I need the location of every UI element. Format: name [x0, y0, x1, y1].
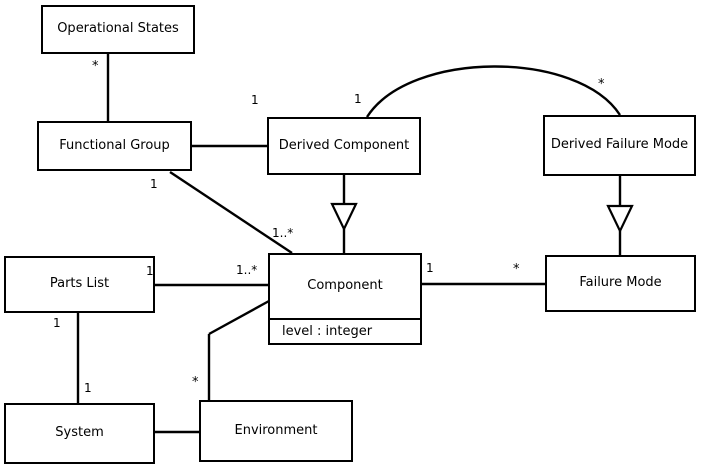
class-name-failure-mode: Failure Mode — [579, 275, 662, 291]
class-name-component: Component — [307, 278, 383, 294]
multiplicity-opstates-functionalgroup: * — [92, 59, 99, 74]
class-attribute-component-level: level : integer — [270, 318, 420, 343]
class-name-environment: Environment — [234, 422, 318, 438]
uml-class-environment[interactable]: Environment — [199, 400, 353, 462]
multiplicity-component-failuremode-start: 1 — [426, 261, 434, 275]
uml-class-derived-component[interactable]: Derived Component — [267, 117, 421, 175]
class-name-derived-failure-mode: Derived Failure Mode — [550, 137, 689, 153]
uml-class-failure-mode[interactable]: Failure Mode — [545, 255, 696, 312]
class-name-functional-group: Functional Group — [59, 137, 170, 153]
uml-class-parts-list[interactable]: Parts List — [4, 256, 155, 313]
multiplicity-partslist-component-start: 1 — [146, 264, 154, 278]
multiplicity-functionalgroup-component-start: 1 — [150, 177, 158, 191]
multiplicity-partslist-system-end: 1 — [84, 381, 92, 395]
multiplicity-component-failuremode-end: * — [513, 262, 520, 277]
uml-class-operational-states[interactable]: Operational States — [41, 5, 195, 54]
edge-functionalgroup-component — [169, 171, 293, 254]
uml-class-system[interactable]: System — [4, 403, 155, 464]
multiplicity-derivedcomponent-curve: 1 — [354, 92, 362, 106]
uml-class-component[interactable]: Component level : integer — [268, 253, 422, 345]
generalization-triangle-icon-failure-mode — [606, 204, 634, 234]
multiplicity-functionalgroup-component-end: 1..* — [272, 226, 294, 240]
uml-class-derived-failure-mode[interactable]: Derived Failure Mode — [543, 115, 696, 176]
class-name-derived-component: Derived Component — [278, 137, 410, 153]
edge-derivedcomponent-derivedfailuremode — [365, 65, 622, 118]
multiplicity-derivedfailuremode-curve: * — [598, 77, 605, 92]
generalization-triangle-icon-component — [330, 202, 358, 232]
edge-environment-component-diagonal — [208, 299, 270, 336]
multiplicity-functionalgroup-derivedcomponent: 1 — [251, 93, 259, 107]
uml-class-functional-group[interactable]: Functional Group — [37, 121, 192, 171]
class-name-system: System — [55, 425, 104, 441]
class-name-operational-states: Operational States — [57, 21, 179, 37]
multiplicity-component-environment: * — [192, 375, 199, 390]
class-name-parts-list: Parts List — [49, 276, 110, 292]
multiplicity-partslist-system-start: 1 — [53, 316, 61, 330]
multiplicity-partslist-component-end: 1..* — [236, 263, 258, 277]
